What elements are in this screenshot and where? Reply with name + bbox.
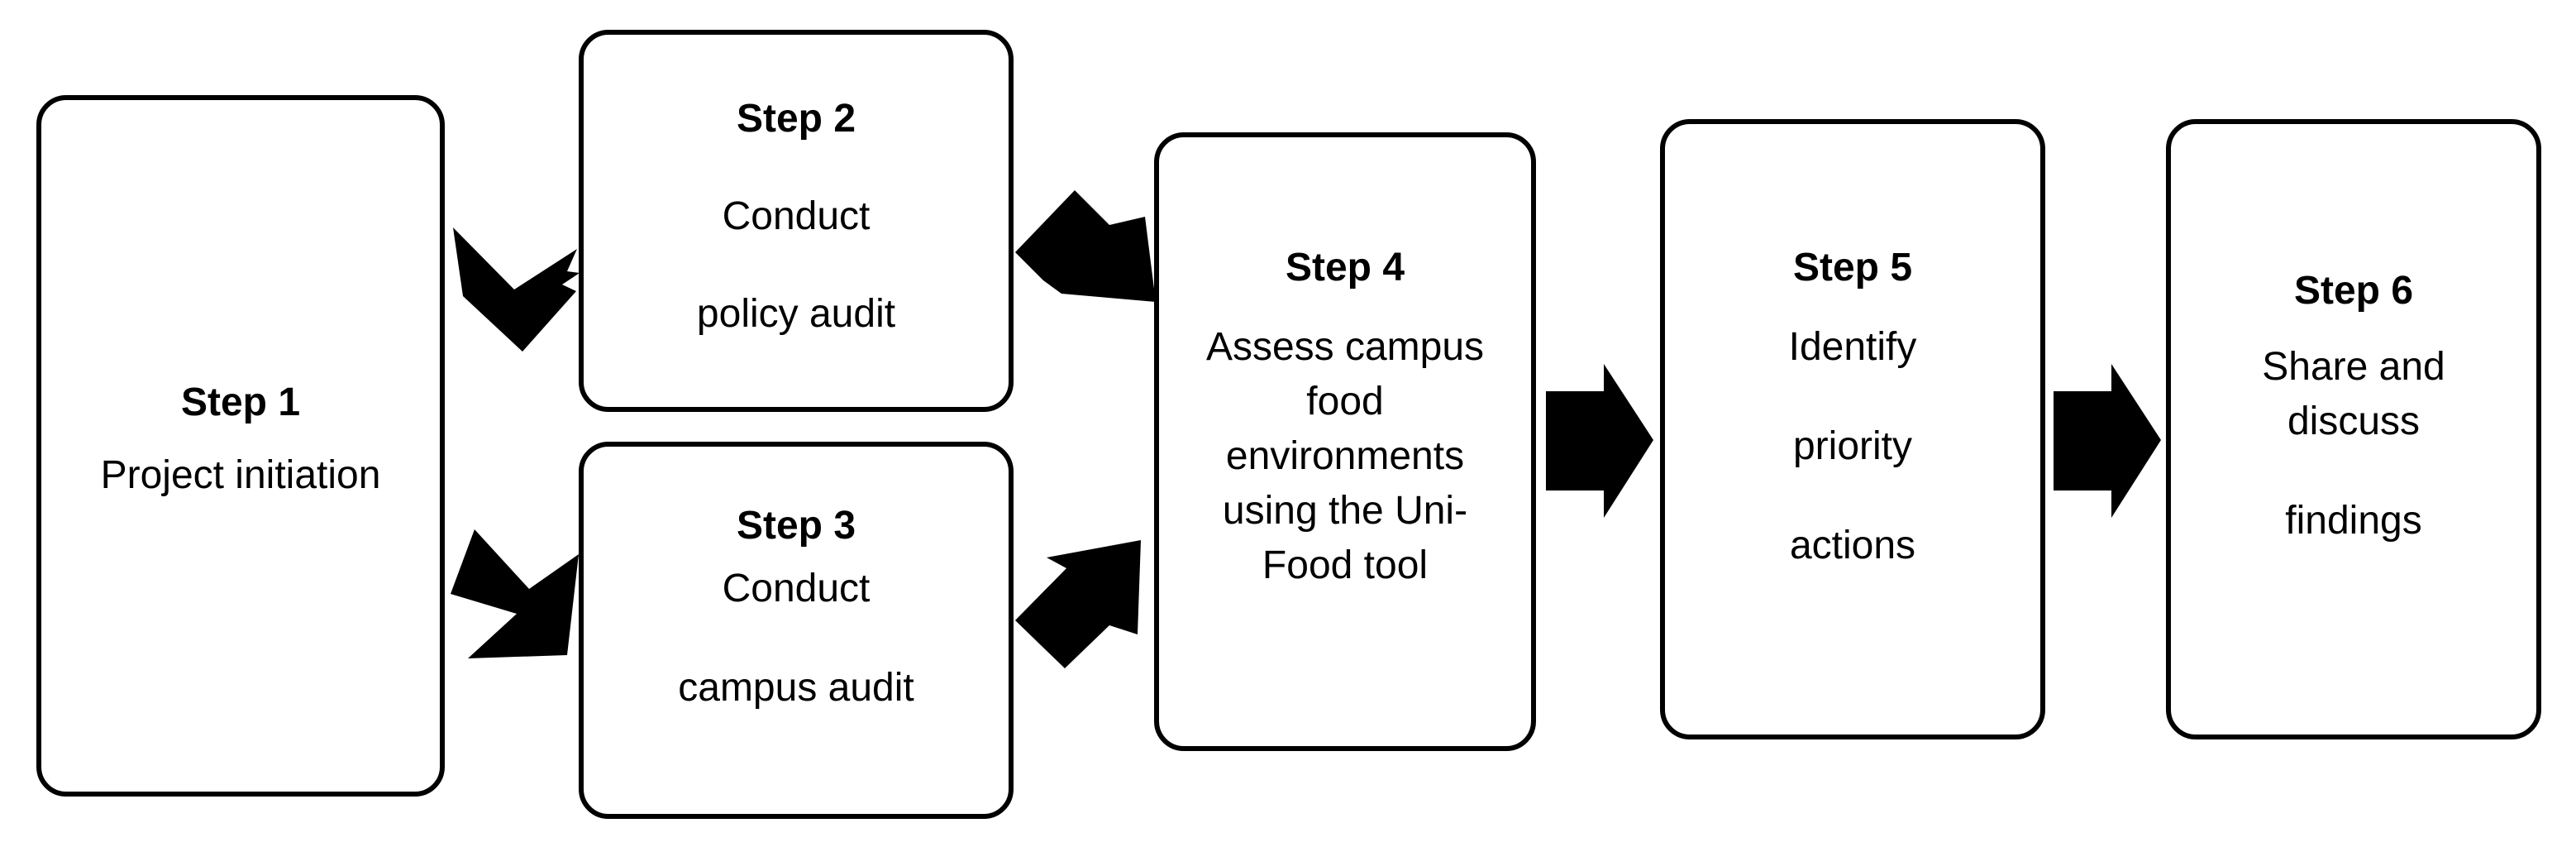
step-6-box: Step 6 Share and discuss findings [2166, 119, 2541, 739]
step-5-text-line-2: priority [1792, 424, 1913, 468]
step-6-title: Step 6 [2293, 269, 2414, 313]
step-2-text-line-1: Conduct [722, 194, 871, 238]
step-5-box: Step 5 Identify priority actions [1660, 119, 2045, 739]
step-2-text-line-2: policy audit [696, 292, 896, 336]
arrow-step5-to-step6 [2054, 364, 2161, 518]
step-4-text-line-3: environments [1225, 434, 1465, 478]
step-2-title: Step 2 [736, 97, 856, 141]
step-5-text-line-3: actions [1789, 524, 1916, 567]
step-6-text-line-2: discuss [2287, 400, 2421, 443]
step-4-box: Step 4 Assess campus food environments u… [1154, 132, 1536, 751]
step-4-text-line-4: using the Uni- [1222, 489, 1468, 533]
step-3-text-line-2: campus audit [678, 666, 914, 710]
step-6-text-line-3: findings [2285, 499, 2422, 543]
step-1-box: Step 1 Project initiation [36, 95, 445, 797]
step-4-text-line-5: Food tool [1262, 543, 1429, 587]
arrow-step1-to-step3 [451, 529, 579, 658]
step-1-title: Step 1 [180, 380, 301, 424]
step-6-text-line-1: Share and [2262, 345, 2445, 389]
step-3-box: Step 3 Conduct campus audit [579, 442, 1014, 819]
step-4-text-line-2: food [1306, 380, 1384, 424]
arrow-step2-to-step4 [1015, 190, 1156, 302]
step-4-text-line-1: Assess campus [1205, 325, 1485, 369]
step-5-title: Step 5 [1792, 246, 1913, 290]
step-5-text-line-1: Identify [1788, 325, 1917, 369]
arrow-step3-to-step4 [1015, 540, 1141, 668]
step-1-text-line-1: Project initiation [100, 453, 381, 497]
step-4-title: Step 4 [1285, 246, 1405, 290]
arrow-step1-to-step2 [453, 227, 580, 352]
arrow-step4-to-step5 [1546, 364, 1653, 518]
step-3-text-line-1: Conduct [722, 567, 871, 610]
step-3-title: Step 3 [736, 504, 856, 548]
step-2-box: Step 2 Conduct policy audit [579, 30, 1014, 412]
